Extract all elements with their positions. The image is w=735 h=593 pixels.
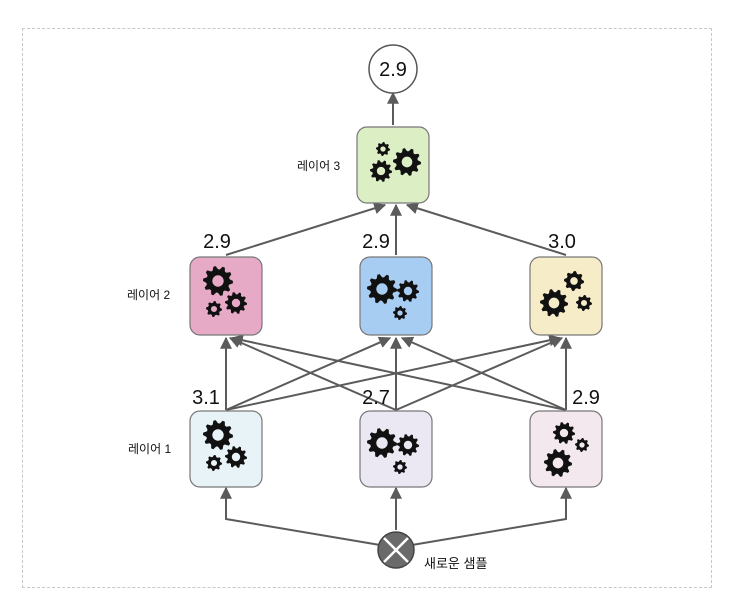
gears-icon — [203, 420, 247, 471]
gear-icon — [206, 455, 222, 471]
edge-l2a-l3 — [225, 202, 387, 256]
output-value: 2.9 — [379, 59, 407, 81]
gear-icon — [206, 301, 222, 317]
edge-l1b-l2a — [228, 336, 397, 411]
layer1-node-1 — [189, 410, 263, 488]
gear-icon — [393, 460, 407, 474]
edges — [220, 91, 572, 546]
gear-icon — [225, 446, 247, 468]
gears-icon — [370, 142, 421, 182]
gear-icon — [564, 271, 584, 291]
gear-icon — [225, 292, 247, 314]
gear-icon — [203, 266, 233, 296]
gears-icon — [367, 428, 419, 474]
edge-l1c-l2a — [230, 334, 567, 411]
gears-icon — [544, 422, 589, 477]
layer1-label: 레이어 1 — [128, 442, 171, 456]
gear-icon — [397, 434, 419, 456]
layer2-value-2: 2.9 — [362, 231, 390, 253]
layer1-value-2: 2.7 — [362, 387, 390, 409]
edge-l1a-l2c — [225, 334, 562, 411]
edge-l1a-l2b — [225, 336, 392, 411]
gear-icon — [203, 420, 233, 450]
input-label: 새로운 샘플 — [424, 556, 487, 571]
layer2-node-2 — [359, 256, 433, 336]
output-node: 2.9 — [368, 44, 418, 94]
gear-icon — [393, 148, 421, 176]
gear-icon — [376, 142, 390, 156]
layer2-node-1 — [189, 256, 263, 336]
layer2-value-1: 2.9 — [203, 231, 231, 253]
gears-icon — [540, 271, 592, 317]
layer1-value-3: 2.9 — [572, 387, 600, 409]
edge-l1c-l2b — [400, 336, 567, 411]
layer2-value-3: 3.0 — [548, 231, 576, 253]
x-circle-icon — [377, 531, 415, 569]
gear-icon — [540, 289, 568, 317]
gear-icon — [397, 280, 419, 302]
gears-icon — [203, 266, 247, 317]
gear-icon — [367, 428, 397, 458]
edge-l2c-l3 — [405, 202, 567, 256]
layer1-node-3 — [529, 410, 603, 488]
edge-input-to-l1-left — [220, 486, 381, 546]
layer2-node-3 — [529, 256, 603, 336]
edge-input-to-l1-right — [411, 486, 572, 546]
gear-icon — [367, 274, 397, 304]
gear-icon — [553, 422, 575, 444]
gear-icon — [576, 295, 592, 311]
gear-icon — [575, 438, 589, 452]
gear-icon — [393, 306, 407, 320]
edge-l1b-l2c — [395, 336, 564, 411]
gear-icon — [370, 160, 392, 182]
gear-icon — [544, 449, 572, 477]
layer2-label: 레이어 2 — [127, 288, 170, 302]
gears-icon — [367, 274, 419, 320]
layer3-label: 레이어 3 — [297, 159, 340, 173]
layer3-node — [356, 126, 430, 204]
layer1-node-2 — [359, 410, 433, 488]
layer1-value-1: 3.1 — [192, 387, 220, 409]
diagram-frame — [22, 28, 712, 588]
